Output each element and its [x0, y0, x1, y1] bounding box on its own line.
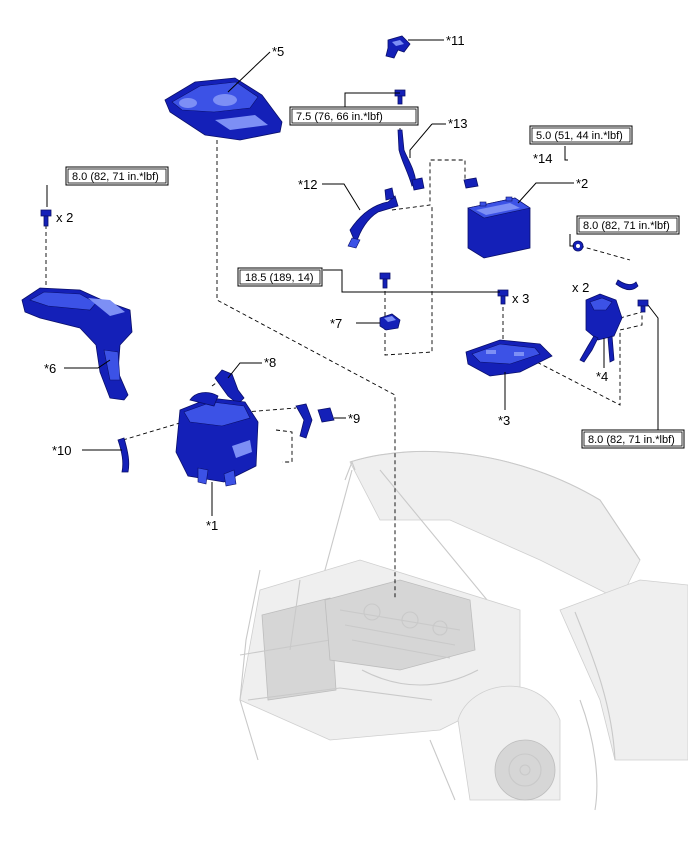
torque-spec-bracket6: 8.0 (82, 71 in.*lbf): [72, 171, 159, 183]
torque-spec-ecu4-bottom: 8.0 (82, 71 in.*lbf): [588, 434, 675, 446]
part-1-air-cleaner: [175, 392, 259, 487]
nut-icon: [572, 240, 584, 252]
torque-box-bracket6: 8.0 (82, 71 in.*lbf): [65, 166, 169, 186]
qty-bracket6: x 2: [56, 210, 73, 225]
bolt-icon: [497, 289, 509, 305]
callout-7: *7: [330, 316, 342, 331]
callout-5: *5: [272, 44, 284, 59]
torque-box-ecu4-top: 8.0 (82, 71 in.*lbf): [576, 215, 680, 235]
callout-4: *4: [596, 369, 608, 384]
qty-tray3: x 3: [512, 291, 529, 306]
part-7-bracket: [379, 313, 401, 331]
torque-box-cable13: 7.5 (76, 66 in.*lbf): [289, 106, 419, 126]
bolt-icon: [40, 209, 52, 227]
part-11-clip: [385, 35, 411, 59]
callout-3: *3: [498, 413, 510, 428]
fasteners: [40, 89, 649, 313]
part-12-harness: [347, 187, 399, 249]
part-9-hose: [295, 403, 335, 439]
callout-8: *8: [264, 355, 276, 370]
torque-spec-ecu4-top: 8.0 (82, 71 in.*lbf): [583, 220, 670, 232]
part-6-bracket: [21, 287, 133, 401]
bolt-icon: [379, 272, 391, 289]
part-10-hose: [117, 437, 130, 473]
callout-10: *10: [52, 443, 72, 458]
callout-12: *12: [298, 177, 318, 192]
leader-lines: [46, 39, 659, 516]
callout-14: *14: [533, 151, 553, 166]
torque-box-ecu4-bottom: 8.0 (82, 71 in.*lbf): [581, 429, 685, 449]
part-5-engine-cover: [164, 77, 283, 141]
callout-13: *13: [448, 116, 468, 131]
part-13-cable: [397, 129, 425, 191]
callout-6: *6: [44, 361, 56, 376]
torque-spec-terminal14: 5.0 (51, 44 in.*lbf): [536, 130, 623, 142]
part-2-battery: [467, 196, 531, 259]
vehicle-illustration: [239, 450, 688, 811]
part-14-terminal: [463, 177, 479, 189]
qty-ecu4: x 2: [572, 280, 589, 295]
torque-box-tray3: 18.5 (189, 14): [237, 267, 323, 287]
torque-spec-tray3: 18.5 (189, 14): [245, 272, 314, 284]
part-3-tray: [465, 339, 553, 377]
torque-spec-cable13: 7.5 (76, 66 in.*lbf): [296, 111, 383, 123]
part-4-ecu: [579, 279, 639, 363]
bolt-icon: [394, 89, 406, 105]
bolt-icon: [637, 299, 649, 313]
callout-11: *11: [446, 33, 465, 48]
callout-9: *9: [348, 411, 360, 426]
callout-1: *1: [206, 518, 218, 533]
part-8-hose: [214, 369, 245, 405]
torque-box-terminal14: 5.0 (51, 44 in.*lbf): [529, 125, 633, 145]
callout-2: *2: [576, 176, 588, 191]
